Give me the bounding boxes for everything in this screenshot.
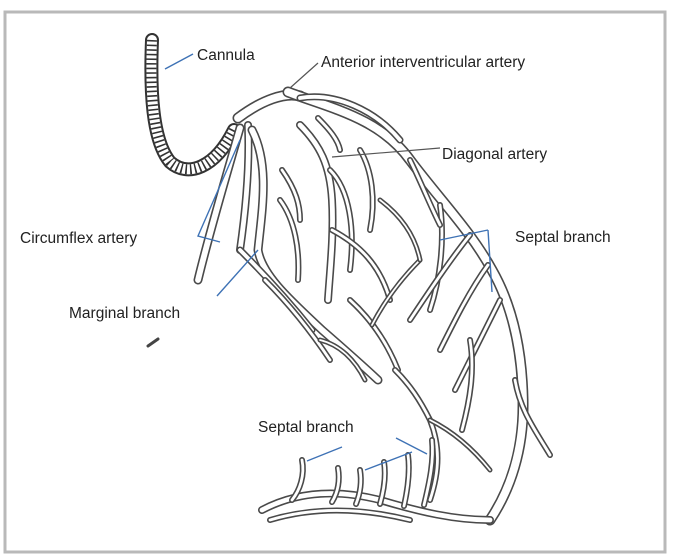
septal-right-g	[380, 200, 420, 260]
septal-stub-d	[380, 462, 385, 504]
septal-stub-e	[404, 455, 409, 506]
stray-mark	[148, 339, 158, 346]
septal-bottom-leader-a	[307, 447, 342, 461]
anterior-interventricular-leader	[290, 63, 318, 88]
descending-b	[462, 340, 472, 430]
diagonal-leader	[332, 148, 440, 157]
circumflex-inner	[240, 125, 248, 250]
septal-stub-c	[356, 470, 361, 504]
marginal-label: Marginal branch	[69, 305, 180, 322]
figure-frame	[5, 12, 665, 552]
septal-stub-b	[332, 468, 339, 502]
diagonal-upper	[318, 118, 340, 150]
branch-c	[332, 230, 390, 300]
cannula-label: Cannula	[197, 47, 255, 64]
anterior-interventricular-label: Anterior interventricular artery	[321, 54, 525, 71]
septal-bottom-label: Septal branch	[258, 419, 354, 436]
branch-b	[360, 150, 373, 230]
cannula-leader	[165, 54, 193, 69]
septal-bottom-leader-b	[365, 452, 412, 470]
branch-g	[265, 280, 330, 360]
diagonal-artery	[300, 125, 333, 300]
branch-e	[280, 200, 298, 280]
circumflex-label: Circumflex artery	[20, 230, 137, 247]
basal-lower	[270, 511, 410, 520]
marginal-leader	[217, 250, 258, 296]
septal-right-label: Septal branch	[515, 229, 611, 246]
diagonal-label: Diagonal artery	[442, 146, 547, 163]
